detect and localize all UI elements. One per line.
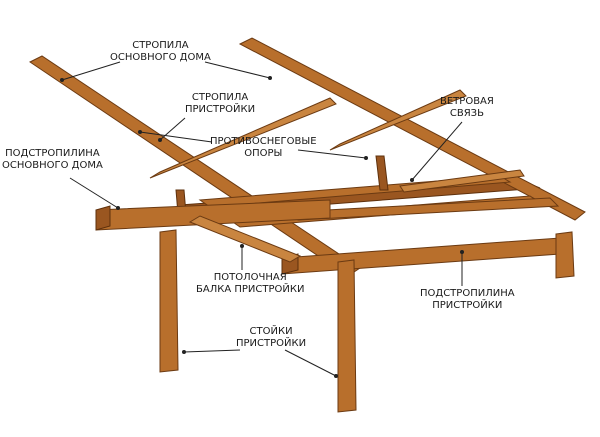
main-wall-plate-end — [95, 205, 111, 231]
leader-anti-snow-2 — [297, 149, 367, 159]
leader-annex-posts-1 — [183, 349, 241, 353]
label-anti-snow-supports: ПРОТИВОСНЕГОВЫЕ ОПОРЫ — [210, 136, 317, 159]
label-main-wall-plate: ПОДСТРОПИЛИНА ОСНОВНОГО ДОМА — [2, 148, 103, 171]
label-wind-brace: ВЕТРОВАЯ СВЯЗЬ — [440, 96, 494, 119]
leader-main-rafters-2 — [204, 61, 271, 79]
annex-post-left — [159, 229, 179, 373]
label-main-rafters: СТРОПИЛА ОСНОВНОГО ДОМА — [110, 40, 211, 63]
annex-ceiling-beam — [188, 215, 302, 263]
annex-rafter-left — [149, 97, 337, 179]
leader-main-wall-plate — [69, 177, 119, 209]
leader-anti-snow-1 — [139, 131, 213, 143]
annex-post-right — [555, 231, 575, 279]
label-annex-rafters: СТРОПИЛА ПРИСТРОЙКИ — [185, 92, 256, 115]
label-annex-wall-plate: ПОДСТРОПИЛИНА ПРИСТРОЙКИ — [420, 288, 515, 311]
leader-wind-brace — [411, 121, 463, 181]
leader-annex-posts-2 — [284, 349, 337, 377]
wind-brace — [399, 169, 525, 193]
anti-snow-support-2 — [375, 155, 389, 191]
label-ceiling-beam: ПОТОЛОЧНАЯ БАЛКА ПРИСТРОЙКИ — [196, 272, 305, 295]
label-annex-posts: СТОЙКИ ПРИСТРОЙКИ — [236, 326, 307, 349]
leader-annex-rafters — [159, 117, 186, 141]
leader-main-rafters-1 — [61, 61, 121, 81]
annex-post-middle — [337, 259, 357, 413]
annex-rafter-right — [329, 89, 467, 151]
